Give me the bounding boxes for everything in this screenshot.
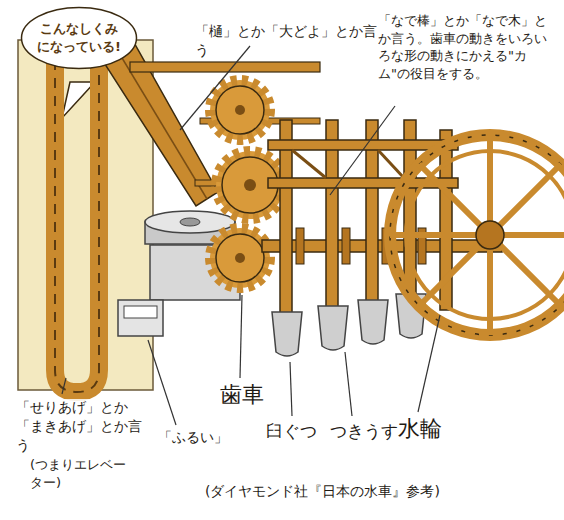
source-caption: (ダイヤモンド社『日本の水車』参考) <box>205 482 550 501</box>
part-label: 「せりあげ」とか「まきあげ」とか言う <box>16 398 144 455</box>
part-label-text: 「樋」とか「大どよ」とか言う <box>195 23 377 58</box>
part-label-text: 臼ぐつ <box>266 421 317 441</box>
part-label-text: 水輪 <box>398 416 442 441</box>
part-label: 臼ぐつ <box>266 420 328 443</box>
bubble-text: こんなしくみになっている! <box>34 20 124 55</box>
part-label-text: つきうす <box>330 421 398 441</box>
part-label-text: 「ふるい」 <box>158 429 228 445</box>
part-label: 水輪 <box>398 414 458 444</box>
part-label: 歯車 <box>220 380 280 410</box>
part-label: 「ふるい」 <box>158 428 238 447</box>
part-label-text: 歯車 <box>220 382 264 407</box>
note-text-text: (つまりエレベーター) <box>30 457 126 490</box>
note-text: 「なで棒」とか「なで木」とか言う。歯車の動きをいろいろな形の動きにかえる"カム"… <box>378 12 554 82</box>
note-text-text: 「なで棒」とか「なで木」とか言う。歯車の動きをいろいろな形の動きにかえる"カム"… <box>378 13 547 81</box>
note-text: (つまりエレベーター) <box>30 456 130 491</box>
bubble-ellipse <box>22 8 137 69</box>
part-label: つきうす <box>330 420 406 443</box>
bubble-outline <box>20 6 138 70</box>
part-label-text: 「せりあげ」とか「まきあげ」とか言う <box>16 399 142 453</box>
source-caption-text: (ダイヤモンド社『日本の水車』参考) <box>205 483 440 499</box>
part-label: 「樋」とか「大どよ」とか言う <box>195 22 390 60</box>
speech-bubble: こんなしくみになっている! <box>20 6 138 69</box>
